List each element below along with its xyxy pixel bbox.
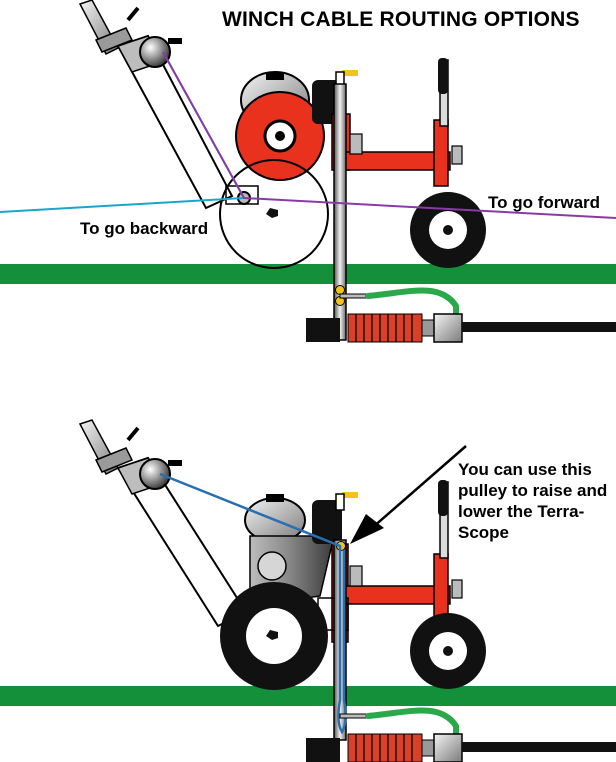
handle-assembly-bottom [78,419,248,628]
diagram-title: WINCH CABLE ROUTING OPTIONS [222,8,580,31]
top-diagram [0,0,616,343]
ground-bar [0,264,616,284]
probe-assembly-bottom [306,707,616,762]
forward-label: To go forward [488,193,601,212]
winch-drum-bottom [139,458,171,490]
handle-assembly [78,0,234,210]
frame [331,58,463,187]
front-wheel [410,192,486,268]
probe-assembly [306,287,616,343]
pulley-pointer-arrow [350,445,467,544]
winch-drum [139,36,171,68]
pole [333,83,347,341]
front-wheel-bottom [410,613,486,689]
backward-label: To go backward [80,219,209,238]
engine [235,71,342,181]
pulley-note: You can use this pulley to raise and low… [458,460,608,542]
bottom-diagram [0,419,616,762]
forward-cable [162,51,616,219]
rear-wheel-bottom [220,582,328,690]
lift-cable [159,472,347,735]
rear-wheel [219,159,329,269]
ground-bar-bottom [0,686,616,706]
